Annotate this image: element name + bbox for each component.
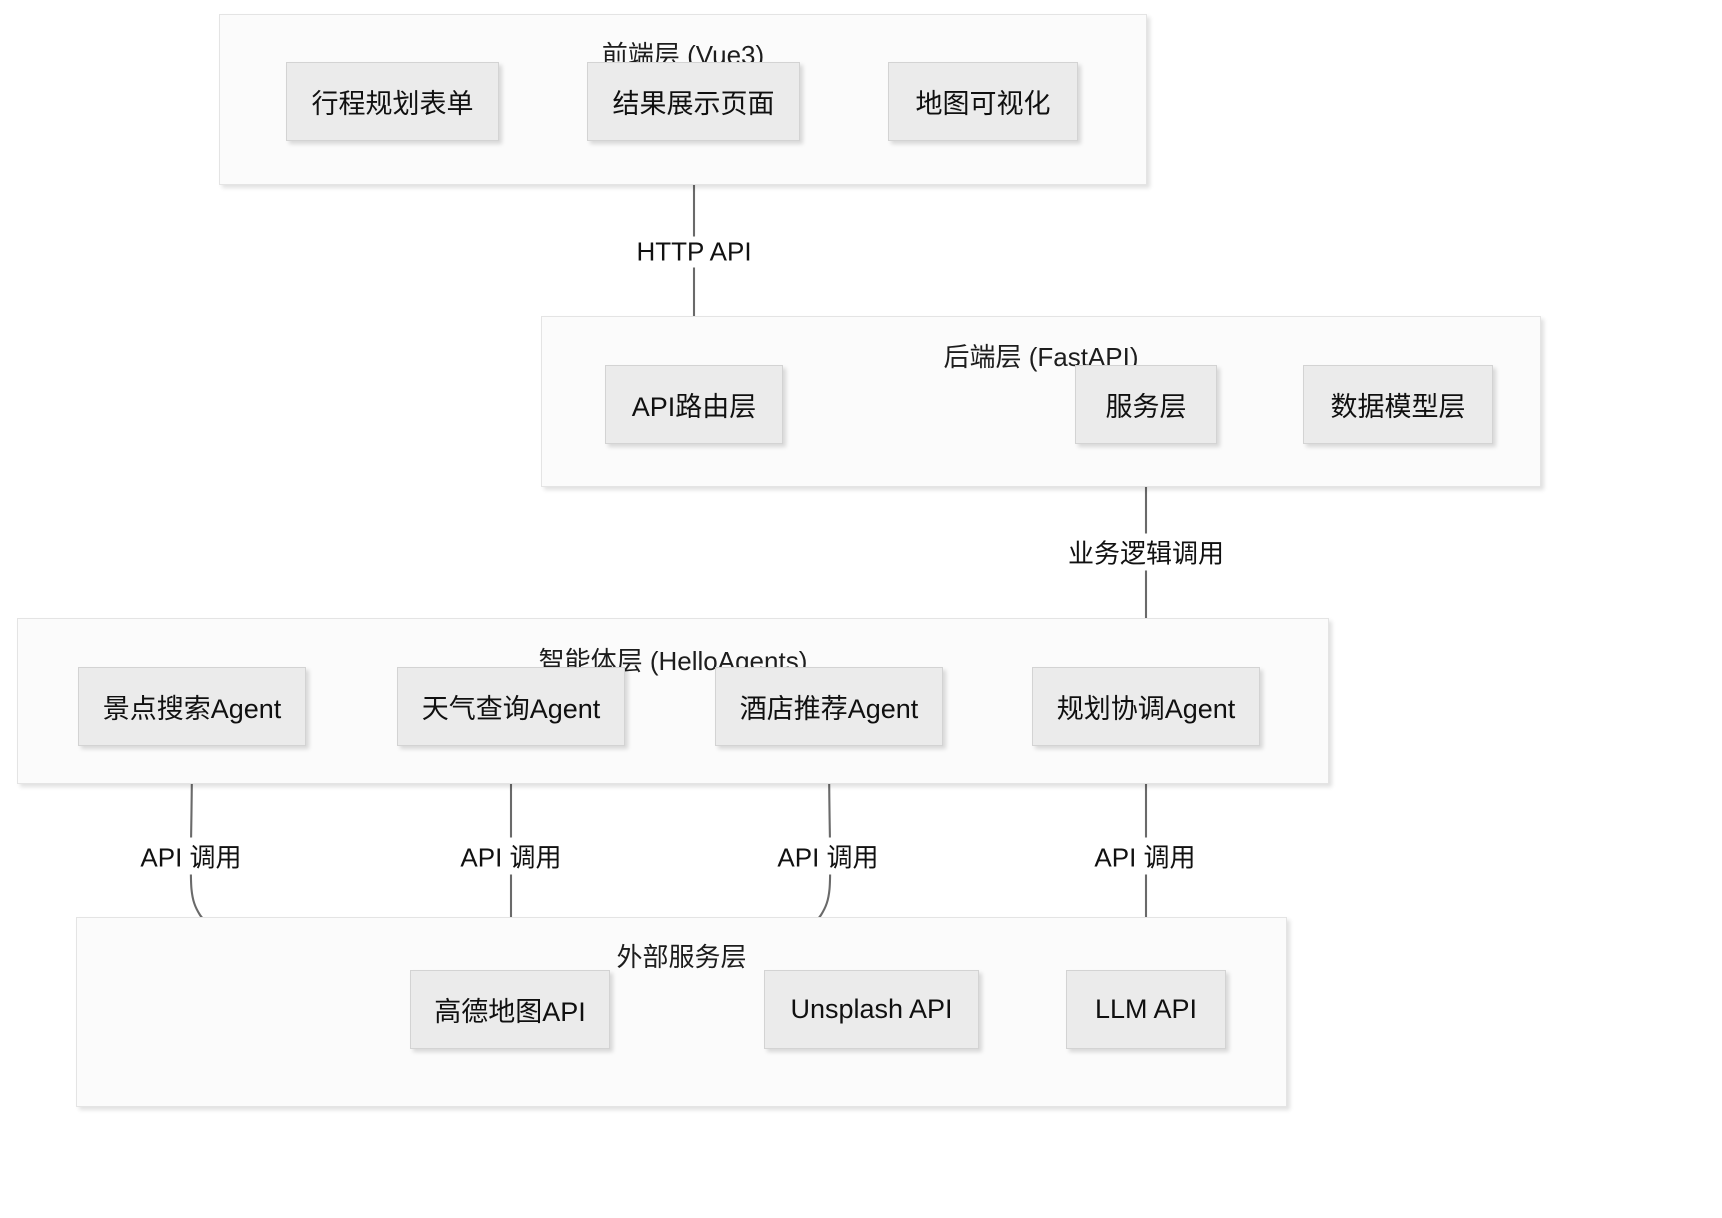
- node-llm-api[interactable]: LLM API: [1066, 970, 1226, 1049]
- node-unsplash-api[interactable]: Unsplash API: [764, 970, 979, 1049]
- node-trip-form[interactable]: 行程规划表单: [286, 62, 499, 141]
- layer-external-title: 外部服务层: [616, 942, 747, 972]
- edge-label-api-call-plan: API 调用: [1089, 837, 1201, 875]
- edge-label-api-call-spot: API 调用: [135, 837, 247, 875]
- edge-label-api-call-weather: API 调用: [455, 837, 567, 875]
- node-weather-agent[interactable]: 天气查询Agent: [397, 667, 625, 746]
- node-amap-api[interactable]: 高德地图API: [410, 970, 610, 1049]
- node-api-route[interactable]: API路由层: [605, 365, 783, 444]
- edge-label-api-call-hotel: API 调用: [772, 837, 884, 875]
- node-service[interactable]: 服务层: [1075, 365, 1217, 444]
- node-spot-agent[interactable]: 景点搜索Agent: [78, 667, 306, 746]
- edge-label-http-api: HTTP API: [631, 236, 757, 268]
- edge-label-business-logic: 业务逻辑调用: [1062, 533, 1230, 571]
- node-result-page[interactable]: 结果展示页面: [587, 62, 800, 141]
- node-datamodel[interactable]: 数据模型层: [1303, 365, 1493, 444]
- node-plan-agent[interactable]: 规划协调Agent: [1032, 667, 1260, 746]
- node-hotel-agent[interactable]: 酒店推荐Agent: [715, 667, 943, 746]
- node-map-visual[interactable]: 地图可视化: [888, 62, 1078, 141]
